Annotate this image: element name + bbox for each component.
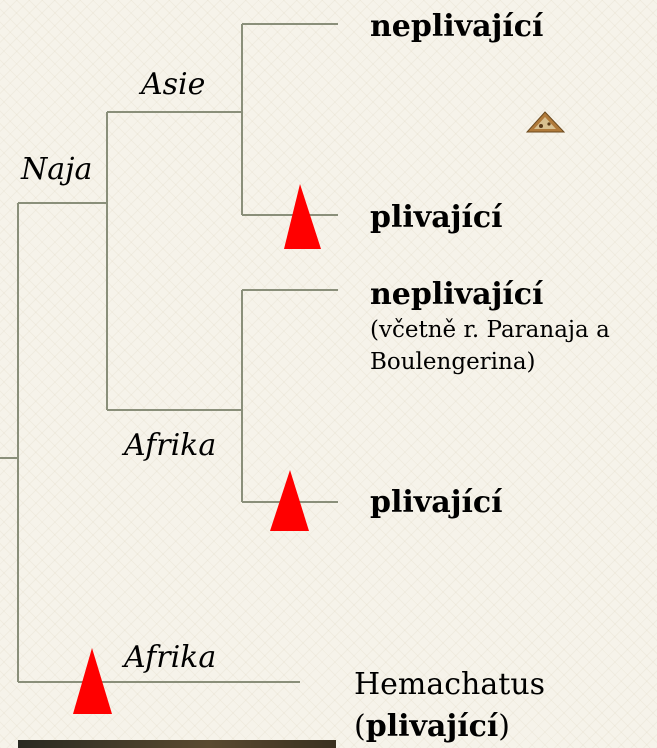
paren-open: ( xyxy=(354,709,366,744)
tip-label-hemachatus: Hemachatus xyxy=(354,670,545,700)
tip-label-asia-nonspitting: neplivající xyxy=(370,12,543,42)
clade-label-asie: Asie xyxy=(141,70,205,100)
photo-strip xyxy=(18,740,336,748)
hemachatus-trait: plivající xyxy=(366,709,499,744)
tip-note-line1: (včetně r. Paranaja a xyxy=(370,314,610,346)
red-triangle-icon xyxy=(284,184,321,249)
clade-label-afrika: Afrika xyxy=(124,431,216,461)
snake-thumbnail-icon xyxy=(526,111,566,133)
tip-label-africa-nonspitting: neplivající xyxy=(370,280,543,310)
tip-label-asia-spitting: plivající xyxy=(370,203,503,233)
tip-label-hemachatus-trait: (plivající) xyxy=(354,712,510,742)
tip-note-line2: Boulengerina) xyxy=(370,346,536,378)
clade-label-naja: Naja xyxy=(21,155,92,185)
tip-label-africa-spitting: plivající xyxy=(370,488,503,518)
red-triangle-icon xyxy=(270,470,309,531)
paren-close: ) xyxy=(498,709,510,744)
clade-label-afrika-hemachatus: Afrika xyxy=(124,643,216,673)
